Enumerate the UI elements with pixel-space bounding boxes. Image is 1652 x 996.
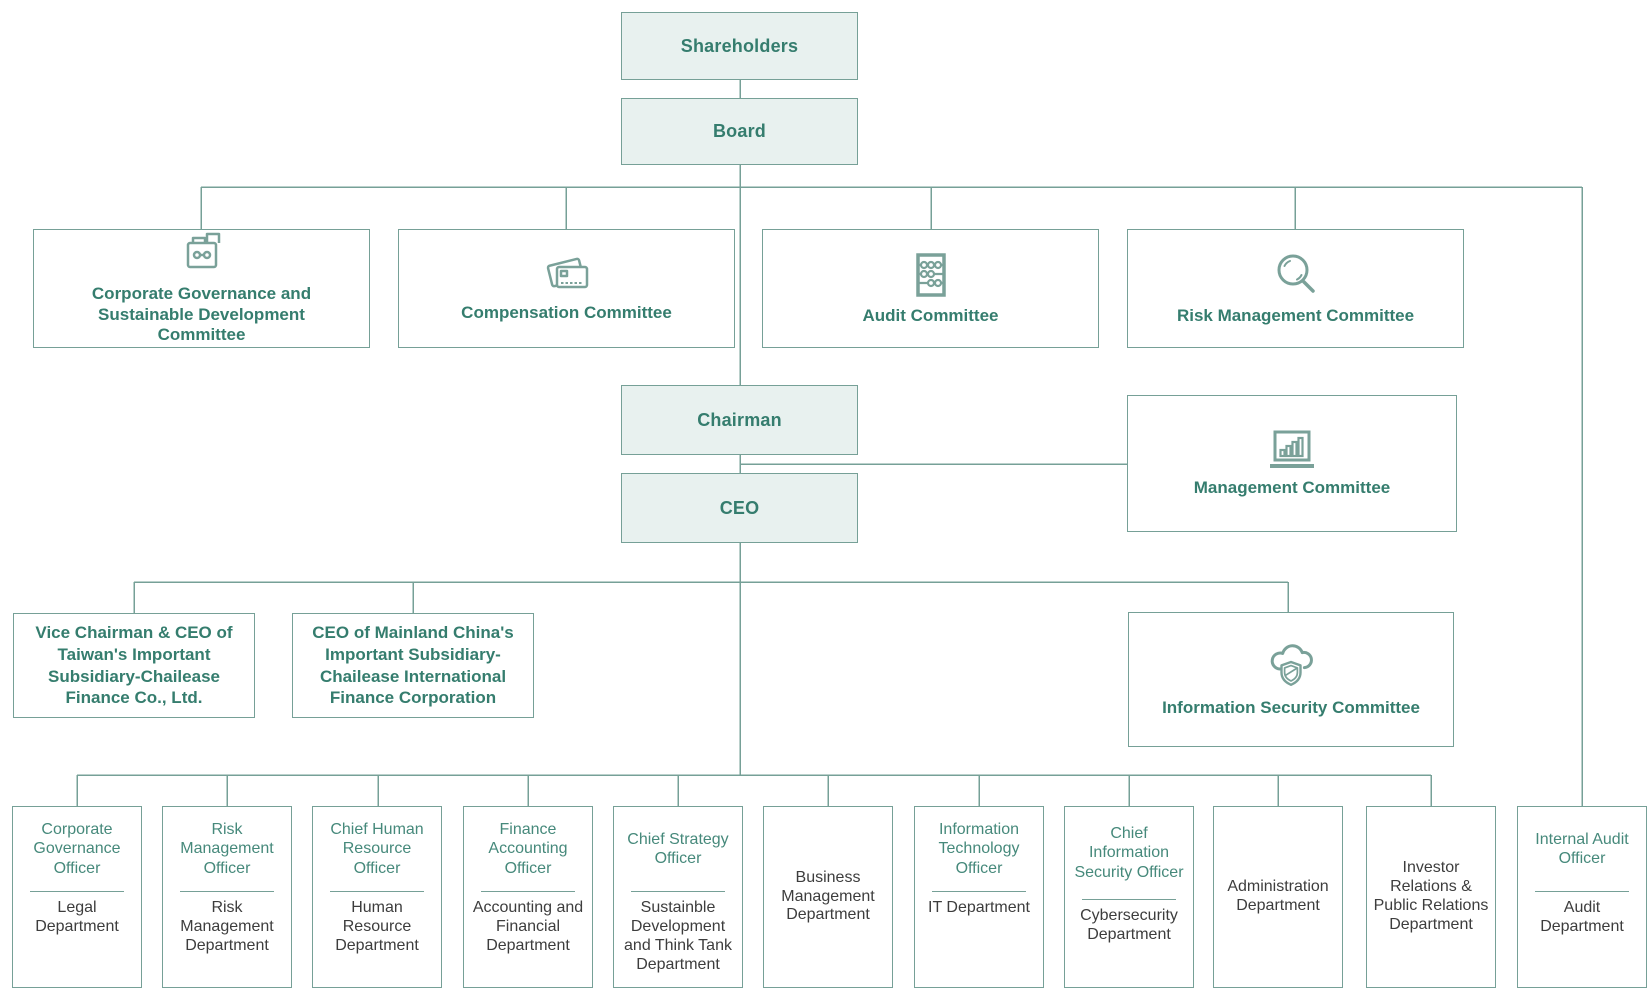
committee-label: Management Committee <box>1193 477 1391 497</box>
department-name: Legal Department <box>35 899 119 935</box>
officer-title: Risk Management Officer <box>180 821 274 877</box>
box-vice-chairman-taiwan-subsidiary: Vice Chairman & CEO of Taiwan's Importan… <box>13 613 255 718</box>
officer-title: Internal Audit Officer <box>1535 830 1629 867</box>
committee-box-risk-management: Risk Management Committee <box>1127 229 1464 348</box>
node-ceo: CEO <box>621 473 858 543</box>
divider <box>179 891 275 892</box>
divider <box>329 891 425 892</box>
dept-box-internal-audit-officer: Internal Audit Officer Audit Department <box>1517 806 1647 988</box>
department-name: Risk Management Department <box>180 899 274 954</box>
officer-title: Chief Strategy Officer <box>627 830 729 867</box>
department-name: Business Management Department <box>781 868 875 924</box>
shareholders-label: Shareholders <box>680 35 799 56</box>
divider <box>29 891 125 892</box>
committee-box-management: Management Committee <box>1127 395 1457 532</box>
officer-title: Information Technology Officer <box>938 821 1020 877</box>
divider <box>1081 899 1177 900</box>
committee-label: Information Security Committee <box>1162 697 1420 717</box>
chairman-label: Chairman <box>697 409 782 430</box>
abacus-icon <box>911 251 951 299</box>
dept-box-information-technology-officer: Information Technology Officer IT Depart… <box>914 806 1044 988</box>
dept-box-risk-management-officer: Risk Management Officer Risk Management … <box>162 806 292 988</box>
committee-box-audit: Audit Committee <box>762 229 1099 348</box>
committee-label: Corporate Governance and Sustainable Dev… <box>91 283 312 345</box>
dept-box-corporate-governance-officer: Corporate Governance Officer Legal Depar… <box>12 806 142 988</box>
dept-box-chief-information-security-officer: Chief Information Security Officer Cyber… <box>1064 806 1194 988</box>
department-name: Audit Department <box>1540 899 1624 935</box>
committee-label: Compensation Committee <box>461 302 672 322</box>
department-name: Human Resource Department <box>335 899 419 954</box>
committee-box-compensation: Compensation Committee <box>398 229 735 348</box>
committee-label: Risk Management Committee <box>1176 305 1415 325</box>
magnifier-icon <box>1272 251 1320 299</box>
board-label: Board <box>712 121 766 141</box>
committee-box-information-security: Information Security Committee <box>1128 612 1454 747</box>
subsidiary-exec-label: Vice Chairman & CEO of Taiwan's Importan… <box>35 623 233 708</box>
officer-title: Corporate Governance Officer <box>33 821 121 877</box>
department-name: Cybersecurity Department <box>1080 907 1178 943</box>
credit-cards-icon <box>542 254 592 296</box>
node-shareholders: Shareholders <box>621 12 858 80</box>
committee-box-corporate-governance: Corporate Governance and Sustainable Dev… <box>33 229 370 348</box>
file-drawer-icon <box>178 231 226 277</box>
dept-box-business-management: Business Management Department <box>763 806 893 988</box>
divider <box>480 891 576 892</box>
department-name: Sustainble Development and Think Tank De… <box>624 899 732 973</box>
dept-box-chief-strategy-officer: Chief Strategy Officer Sustainble Develo… <box>613 806 743 988</box>
divider <box>1534 891 1630 892</box>
dept-box-investor-public-relations: Investor Relations & Public Relations De… <box>1366 806 1496 988</box>
department-name: Administration Department <box>1227 878 1329 914</box>
department-name: IT Department <box>928 899 1030 916</box>
committee-label: Audit Committee <box>862 305 999 325</box>
subsidiary-exec-label: CEO of Mainland China's Important Subsid… <box>312 623 514 708</box>
dept-box-chief-human-resource-officer: Chief Human Resource Officer Human Resou… <box>312 806 442 988</box>
node-board: Board <box>621 98 858 165</box>
box-ceo-mainland-china-subsidiary: CEO of Mainland China's Important Subsid… <box>292 613 534 718</box>
cloud-shield-icon <box>1266 641 1316 691</box>
department-name: Accounting and Financial Department <box>472 899 584 954</box>
node-chairman: Chairman <box>621 385 858 455</box>
officer-title: Chief Human Resource Officer <box>330 821 424 877</box>
divider <box>630 891 726 892</box>
dept-box-finance-accounting-officer: Finance Accounting Officer Accounting an… <box>463 806 593 988</box>
divider <box>931 891 1027 892</box>
ceo-label: CEO <box>719 497 760 518</box>
officer-title: Finance Accounting Officer <box>488 821 568 877</box>
department-name: Investor Relations & Public Relations De… <box>1373 859 1489 933</box>
officer-title: Chief Information Security Officer <box>1074 825 1184 881</box>
laptop-chart-icon <box>1266 429 1318 471</box>
dept-box-administration: Administration Department <box>1213 806 1343 988</box>
